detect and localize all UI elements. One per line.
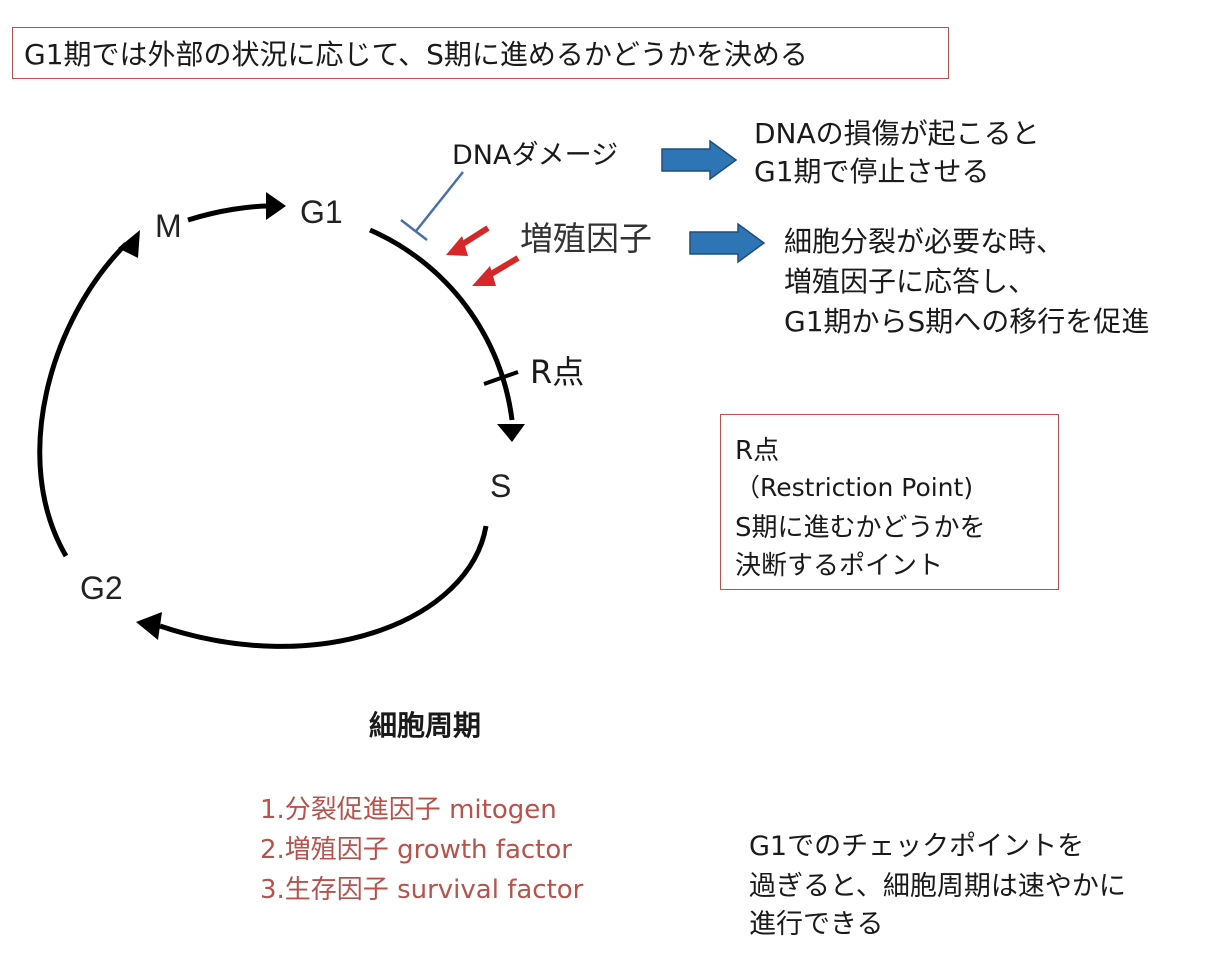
summary-line-2: 過ぎると、細胞周期は速やかに xyxy=(749,871,1126,902)
g2-to-m-arrowhead xyxy=(118,230,140,258)
s-to-g2-arc xyxy=(159,525,489,649)
g1-to-s-arrowhead xyxy=(497,424,525,442)
growth-factor-label: 増殖因子 xyxy=(520,219,652,258)
r-point-box-line-3: S期に進むかどうかを xyxy=(735,513,986,543)
stage-m-label: M xyxy=(155,208,182,244)
diagram-caption: 細胞周期 xyxy=(369,709,482,742)
r-point-box-line-4: 決断するポイント xyxy=(735,551,944,581)
g1-to-s-arc xyxy=(368,227,515,421)
dna-damage-inhibitor-bar xyxy=(400,219,428,241)
dna-damage-label: DNAダメージ xyxy=(452,140,619,171)
stage-g2-label: G2 xyxy=(80,570,123,606)
g2-to-m-arc xyxy=(37,242,128,558)
dna-damage-note-line-2: G1期で停止させる xyxy=(754,155,990,188)
r-point-label: R点 xyxy=(530,353,585,391)
growth-factor-note-line-3: G1期からS期への移行を促進 xyxy=(784,305,1150,338)
s-to-g2-arrowhead xyxy=(136,612,162,640)
growth-factor-arrowhead-1 xyxy=(446,236,468,256)
blue-arrow-growth xyxy=(689,222,766,264)
growth-factor-arrowhead-2 xyxy=(472,266,496,286)
stage-s-label: S xyxy=(490,468,512,504)
factor-item-1: 1.分裂促進因子 mitogen xyxy=(260,795,557,825)
m-to-g1-arrowhead xyxy=(266,192,286,220)
growth-factor-note-line-2: 増殖因子に応答し、 xyxy=(784,265,1037,298)
summary-line-1: G1でのチェックポイントを xyxy=(749,831,1085,862)
m-to-g1-line xyxy=(187,203,271,223)
summary-line-3: 進行できる xyxy=(749,909,884,940)
growth-factor-note-line-1: 細胞分裂が必要な時、 xyxy=(784,225,1065,258)
page-title: G1期では外部の状況に応じて、S期に進めるかどうかを決める xyxy=(24,38,808,71)
r-point-tick xyxy=(483,370,519,386)
dna-damage-inhibitor xyxy=(415,171,464,232)
r-point-box-line-2: （Restriction Point) xyxy=(735,473,974,502)
title-box xyxy=(12,27,949,79)
dna-damage-note-line-1: DNAの損傷が起こると xyxy=(754,117,1040,150)
r-point-box-line-1: R点 xyxy=(735,436,780,466)
factor-item-2: 2.増殖因子 growth factor xyxy=(260,835,572,865)
factor-item-3: 3.生存因子 survival factor xyxy=(260,875,584,905)
r-point-box xyxy=(720,414,1059,590)
stage-g1-label: G1 xyxy=(300,194,343,230)
blue-arrow-dna xyxy=(661,139,738,181)
